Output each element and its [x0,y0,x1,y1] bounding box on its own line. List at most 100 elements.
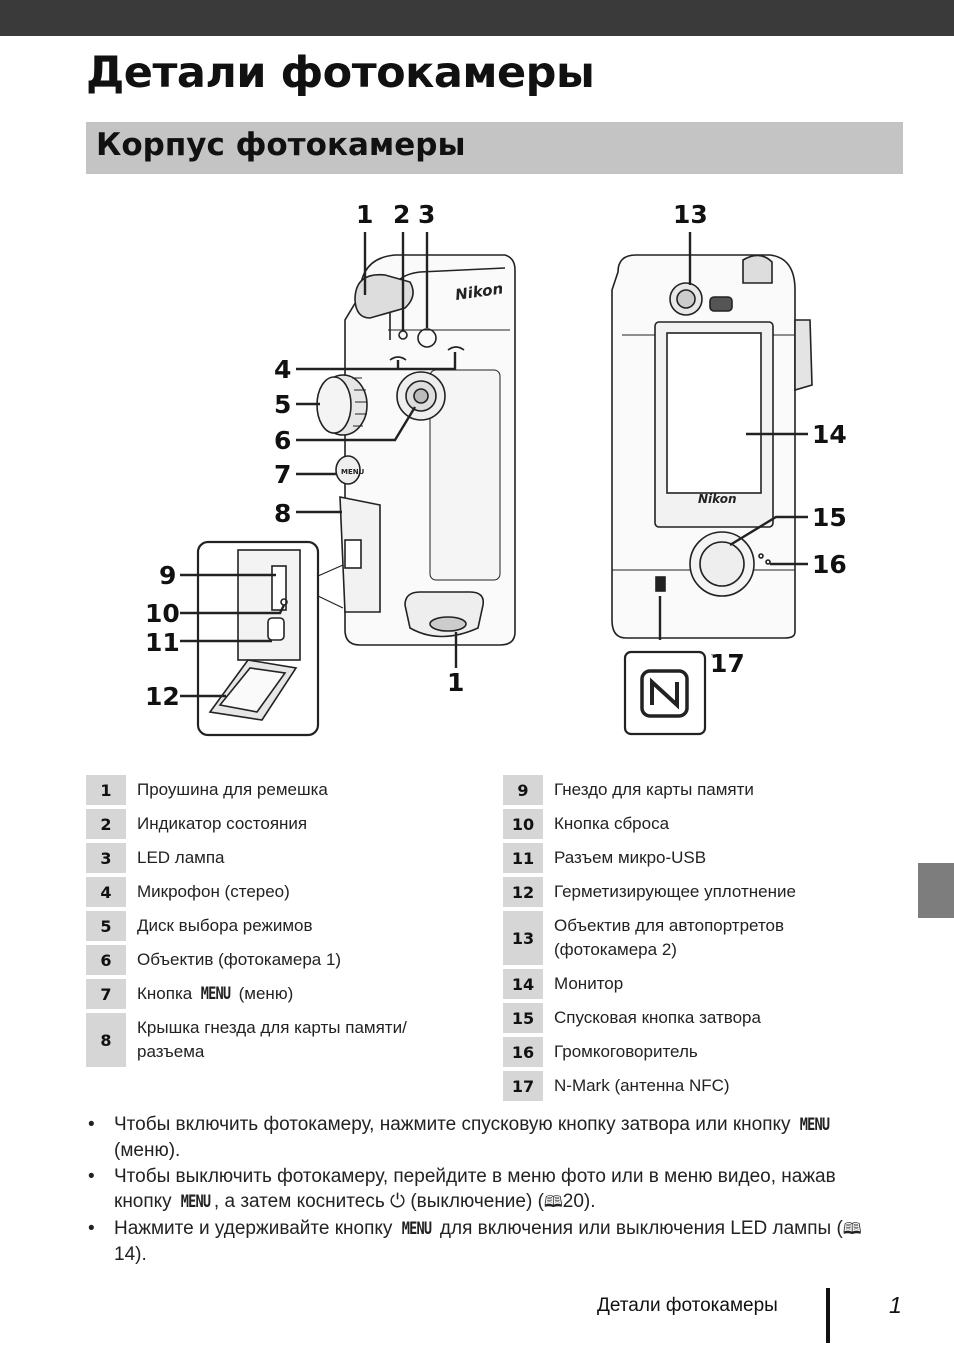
legend-left: 1 Проушина для ремешка 2 Индикатор состоян… [86,775,486,1071]
legend-text: Герметизирующее уплотнение [554,882,796,901]
legend-row: 13 Объектив для автопортретов (фотокамера… [503,911,903,965]
legend-text: Крышка гнезда для карты памяти/ разъема [137,1018,407,1061]
legend-text: Монитор [554,974,624,993]
legend-number: 2 [86,809,126,839]
callout-13: 13 [673,200,708,229]
legend-text: Индикатор состояния [137,814,308,833]
callout-1-bottom: 1 [447,668,464,697]
legend-number: 12 [503,877,543,907]
legend-number: 6 [86,945,126,975]
legend-text: Кнопка сброса [554,814,670,833]
power-icon: ⏻ [390,1191,406,1212]
legend-number: 7 [86,979,126,1009]
menu-glyph: MENU [799,1115,830,1135]
legend-row: 1 Проушина для ремешка [86,775,486,805]
legend-text: LED лампа [137,848,225,867]
speaker-dot [758,553,764,559]
callout-3: 3 [418,200,435,229]
legend-row: 14 Монитор [503,969,903,999]
book-icon: 🕮 [543,1194,563,1211]
legend-row: 9 Гнездо для карты памяти [503,775,903,805]
page-title: Детали фотокамеры [86,48,595,98]
legend-text: Кнопка MENU (меню) [126,979,293,1009]
legend-number: 3 [86,843,126,873]
legend-text: Гнездо для карты памяти [554,780,754,799]
callout-2: 2 [393,200,410,229]
monitor-screen [666,332,762,494]
legend-number: 14 [503,969,543,999]
callout-4: 4 [274,355,291,384]
menu-glyph: MENU [180,1192,211,1212]
footer-divider [826,1288,830,1343]
micro-usb-connector [267,617,285,641]
legend-text: Объектив (фотокамера 1) [137,950,342,969]
callout-7: 7 [274,460,291,489]
legend-number: 9 [503,775,543,805]
legend-text: Объектив для автопортретов (фотокамера 2… [554,916,785,959]
legend-number: 5 [86,911,126,941]
top-bar [0,0,954,36]
legend-row: 12 Герметизирующее уплотнение [503,877,903,907]
callout-10: 10 [145,599,180,628]
menu-glyph: MENU [401,1219,431,1239]
book-icon: 🕮 [842,1221,862,1238]
legend-text: Разъем микро-USB [554,848,707,867]
note-item: • Чтобы выключить фотокамеру, перейдите … [86,1164,886,1215]
legend-number: 10 [503,809,543,839]
callout-5: 5 [274,390,291,419]
legend-text-post: (меню) [233,984,294,1003]
legend-number: 11 [503,843,543,873]
legend-text: Спусковая кнопка затвора [554,1008,761,1027]
note-item: • Нажмите и удерживайте кнопку MENU для … [88,1218,862,1265]
legend-number: 13 [503,911,543,965]
callout-6: 6 [274,426,291,455]
callout-17: 17 [710,649,745,678]
callout-14: 14 [812,420,847,449]
microphone-left [389,356,407,361]
callout-8: 8 [274,499,291,528]
status-indicator [398,330,408,340]
brand-logo-back: Nikon [698,492,737,506]
note-item: • Чтобы включить фотокамеру, нажмите спу… [88,1114,830,1161]
callout-15: 15 [812,503,847,532]
page-number: 1 [889,1292,902,1318]
legend-text: Проушина для ремешка [137,780,328,799]
microphone-right [447,346,465,351]
legend-row: 6 Объектив (фотокамера 1) [86,945,486,975]
legend-text-pre: Кнопка [137,984,197,1003]
callout-11: 11 [145,628,180,657]
callout-1: 1 [356,200,373,229]
legend-row: 11 Разъем микро-USB [503,843,903,873]
menu-button [335,455,361,485]
legend-row: 2 Индикатор состояния [86,809,486,839]
legend-text: Громкоговоритель [554,1042,698,1061]
legend-row: 15 Спусковая кнопка затвора [503,1003,903,1033]
camera-illustration: Nikon Nikon MENU ™ 1 2 3 4 5 6 7 8 9 10 … [145,200,847,737]
callout-16: 16 [812,550,847,579]
section-header-bar [86,122,903,174]
legend-number: 15 [503,1003,543,1033]
wifi-icon [709,296,733,312]
legend-number: 16 [503,1037,543,1067]
legend-row: 10 Кнопка сброса [503,809,903,839]
chapter-tab [918,863,954,918]
section-title: Корпус фотокамеры [96,127,466,163]
legend-number: 4 [86,877,126,907]
callout-9: 9 [159,561,176,590]
svg-text:™: ™ [710,653,718,662]
legend-number: 1 [86,775,126,805]
legend-number: 17 [503,1071,543,1101]
led-lamp [417,328,437,348]
callout-12: 12 [145,682,180,711]
notes-list: • Чтобы включить фотокамеру, нажмите спу… [86,1112,886,1268]
legend-row: 3 LED лампа [86,843,486,873]
footer-section-label: Детали фотокамеры [597,1295,778,1316]
legend-right: 9 Гнездо для карты памяти 10 Кнопка сброса… [503,775,903,1105]
legend-text: N-Mark (антенна NFC) [554,1076,730,1095]
menu-button-text: MENU [341,468,365,476]
memory-card-slot [271,565,287,611]
